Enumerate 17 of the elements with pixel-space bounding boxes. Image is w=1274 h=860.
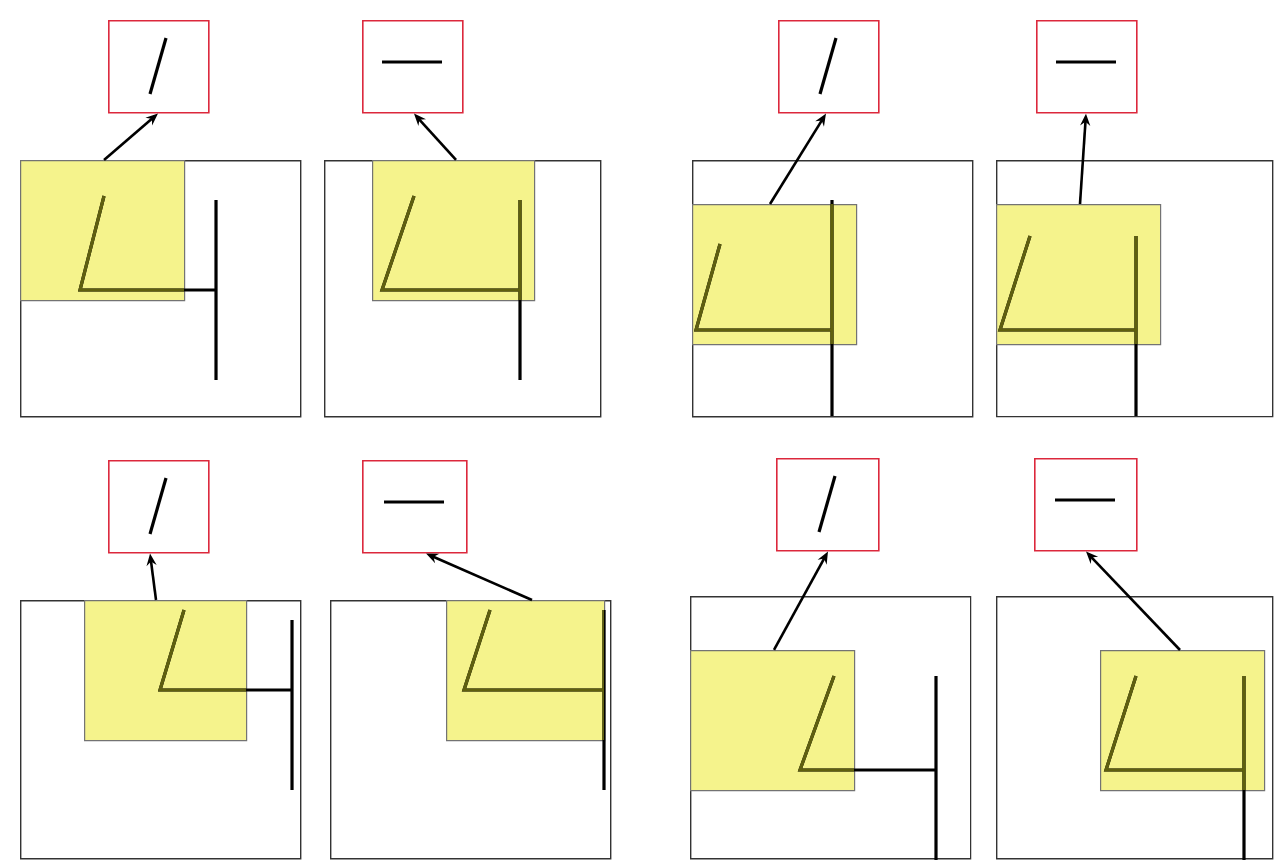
symbol-box	[776, 458, 880, 552]
highlight-box	[692, 204, 858, 346]
panel-frame	[996, 595, 1274, 860]
symbol-box	[1036, 20, 1138, 114]
symbol-box	[362, 20, 464, 114]
symbol-box	[108, 460, 210, 554]
highlight-box	[996, 204, 1162, 346]
symbol-box	[362, 460, 468, 554]
highlight-box	[690, 650, 856, 792]
highlight-box	[372, 160, 536, 302]
symbol-box	[108, 20, 210, 114]
highlight-box	[446, 600, 606, 742]
symbol-box	[778, 20, 880, 114]
highlight-box	[20, 160, 186, 302]
symbol-box	[1034, 458, 1138, 552]
highlight-box	[1100, 650, 1266, 792]
highlight-box	[84, 600, 248, 742]
